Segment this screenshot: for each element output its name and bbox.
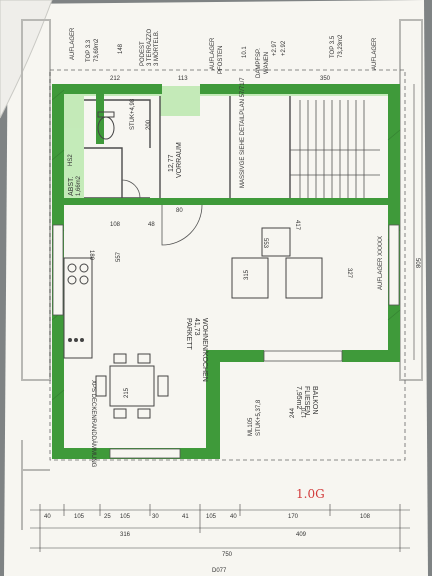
slab-edge bbox=[49, 69, 406, 461]
room-wohnen-name: WOHNEN/KOCHEN bbox=[201, 318, 208, 382]
dim-508: 508 bbox=[414, 258, 420, 269]
dim-327: 327 bbox=[346, 268, 352, 279]
door-swings bbox=[121, 179, 203, 246]
label-auflager-right: AUFLAGER bbox=[372, 37, 378, 70]
label-level-upper: +2.97 bbox=[272, 40, 278, 56]
bottom-dim-316: 316 bbox=[120, 532, 131, 538]
dim-557: 557 bbox=[116, 251, 122, 262]
label-mortelb: 3 MÖRTELB. bbox=[154, 30, 160, 66]
handwritten-floor-note: 1.0G bbox=[296, 487, 325, 501]
stair-treads bbox=[290, 100, 380, 200]
label-podest: PODEST bbox=[140, 41, 146, 66]
label-wanen: WANEN bbox=[264, 51, 270, 74]
dim-108: 108 bbox=[110, 222, 121, 228]
label-pfosten: PFOSTEN bbox=[218, 45, 224, 74]
room-abst-area: 1,66m2 bbox=[76, 175, 82, 196]
label-deckenrand: XPS DECKENRANDDÄMMUNG bbox=[90, 380, 96, 468]
bottom-dim-409: 409 bbox=[296, 532, 307, 538]
bottom-dim-3: 25 bbox=[104, 514, 111, 520]
room-balkon-area: 7,95m2 bbox=[295, 386, 302, 410]
bottom-dim-6: 41 bbox=[182, 514, 189, 520]
dim-170: 170 bbox=[302, 407, 308, 418]
windows bbox=[52, 224, 400, 459]
label-rm-ref: 10.1 bbox=[242, 46, 248, 58]
label-ref-stuk: STUK+4,98 bbox=[130, 98, 136, 130]
room-abst-name: ABST. bbox=[68, 176, 75, 196]
bottom-dim-10: 108 bbox=[360, 514, 371, 520]
dim-315: 315 bbox=[244, 269, 250, 280]
label-top-unit-right: TOP 3.5 bbox=[330, 35, 336, 58]
bottom-dim-total: 750 bbox=[222, 552, 233, 558]
label-area-right: 73,23m2 bbox=[338, 34, 344, 58]
label-dampfsp: DAMPFSP. bbox=[256, 48, 262, 78]
dim-244: 244 bbox=[290, 407, 296, 418]
toilet bbox=[97, 111, 115, 140]
label-dim-350: 350 bbox=[320, 76, 331, 82]
bottom-dim-7: 105 bbox=[206, 514, 217, 520]
sheet-title-cut: D077 bbox=[212, 568, 227, 574]
label-ref-hs2: HS2 bbox=[68, 154, 74, 166]
dim-215: 215 bbox=[124, 387, 130, 398]
room-vorraum-area: 12,77 bbox=[168, 154, 175, 172]
label-massiv-note: MASSIVGE SIEHE DETAILPLAN 57/71/7 bbox=[240, 77, 246, 188]
label-level-lower: +2.92 bbox=[281, 40, 287, 56]
dimension-lines bbox=[30, 84, 415, 552]
room-wohnen-floor: PARKETT bbox=[185, 318, 192, 350]
dim-180: 180 bbox=[88, 250, 94, 261]
bottom-dim-5: 30 bbox=[152, 514, 159, 520]
label-terrazzo: 3 TERRAZZO bbox=[147, 28, 153, 66]
label-auflager-xxxx: AUFLAGER XXXXX bbox=[378, 235, 384, 290]
bottom-dim-1: 40 bbox=[44, 514, 51, 520]
paper-curl bbox=[0, 0, 53, 119]
dim-48: 48 bbox=[148, 222, 155, 228]
kitchen-counter bbox=[63, 257, 93, 359]
dim-417: 417 bbox=[294, 220, 300, 231]
dim-80: 80 bbox=[176, 208, 183, 214]
bottom-dim-9: 170 bbox=[288, 514, 299, 520]
label-dim-113: 113 bbox=[178, 76, 188, 82]
label-auflager-left: AUFLAGER bbox=[70, 27, 76, 60]
label-stuk-bottom: STUK+5,37,8 bbox=[256, 399, 262, 436]
bottom-dim-2: 105 bbox=[74, 514, 85, 520]
sofa-set bbox=[231, 227, 323, 299]
room-vorraum-name: VORRAUM bbox=[176, 142, 183, 178]
label-auflager-mid: AUFLAGER bbox=[210, 37, 216, 70]
label-dim-148: 148 bbox=[118, 43, 124, 54]
dim-200: 200 bbox=[146, 119, 152, 130]
label-top-unit-left: TOP 3.3 bbox=[86, 39, 92, 62]
label-dim-212: 212 bbox=[110, 76, 121, 82]
label-ml-bottom: ML105 bbox=[248, 417, 254, 436]
bottom-dim-8: 40 bbox=[230, 514, 237, 520]
dining-table bbox=[95, 353, 169, 419]
room-wohnen-area: 41,73 bbox=[193, 318, 200, 336]
room-balkon-name: BALKON bbox=[311, 386, 318, 415]
bottom-dim-4: 105 bbox=[120, 514, 131, 520]
label-area-left: 73,69m2 bbox=[94, 38, 100, 62]
paper-sheet bbox=[4, 0, 428, 576]
dim-553: 553 bbox=[262, 238, 268, 249]
